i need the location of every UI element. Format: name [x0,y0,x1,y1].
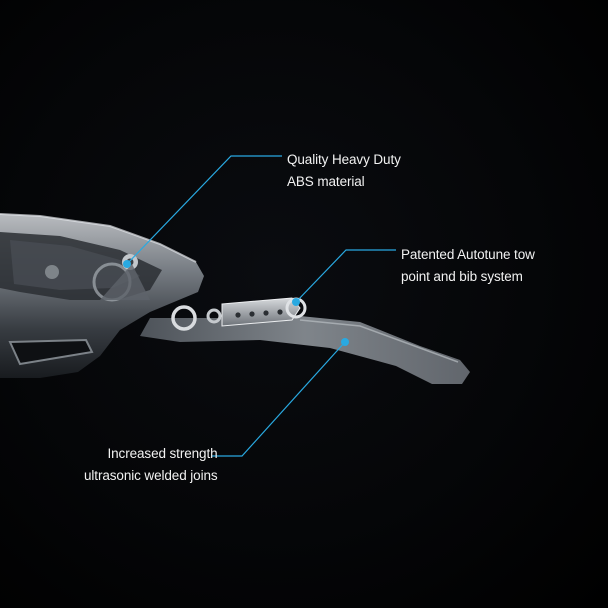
lure-lower-slot [8,338,94,366]
anchor-dot-abs [123,260,131,268]
leader-line-abs [126,155,282,265]
callout-abs-line-2: ABS material [287,174,365,189]
anchor-dot-weld [341,338,349,346]
callout-weld-line-1: Increased strength [107,446,218,461]
callout-abs-line-1: Quality Heavy Duty [287,152,401,167]
leader-line-tow [295,249,396,303]
callout-abs-material: Quality Heavy Duty ABS material [287,149,401,193]
callout-weld-line-2: ultrasonic welded joins [84,468,218,483]
anchor-dot-tow [292,298,300,306]
callout-tow-line-1: Patented Autotune tow [401,247,535,262]
tow-ring [171,305,197,331]
callout-tow-line-2: point and bib system [401,269,523,284]
callout-tow-point: Patented Autotune tow point and bib syst… [401,244,535,288]
lure-bib [140,316,470,384]
tow-plate [221,297,301,327]
callout-welded-joins: Increased strength ultrasonic welded joi… [84,443,218,487]
leader-line-weld [212,341,346,457]
